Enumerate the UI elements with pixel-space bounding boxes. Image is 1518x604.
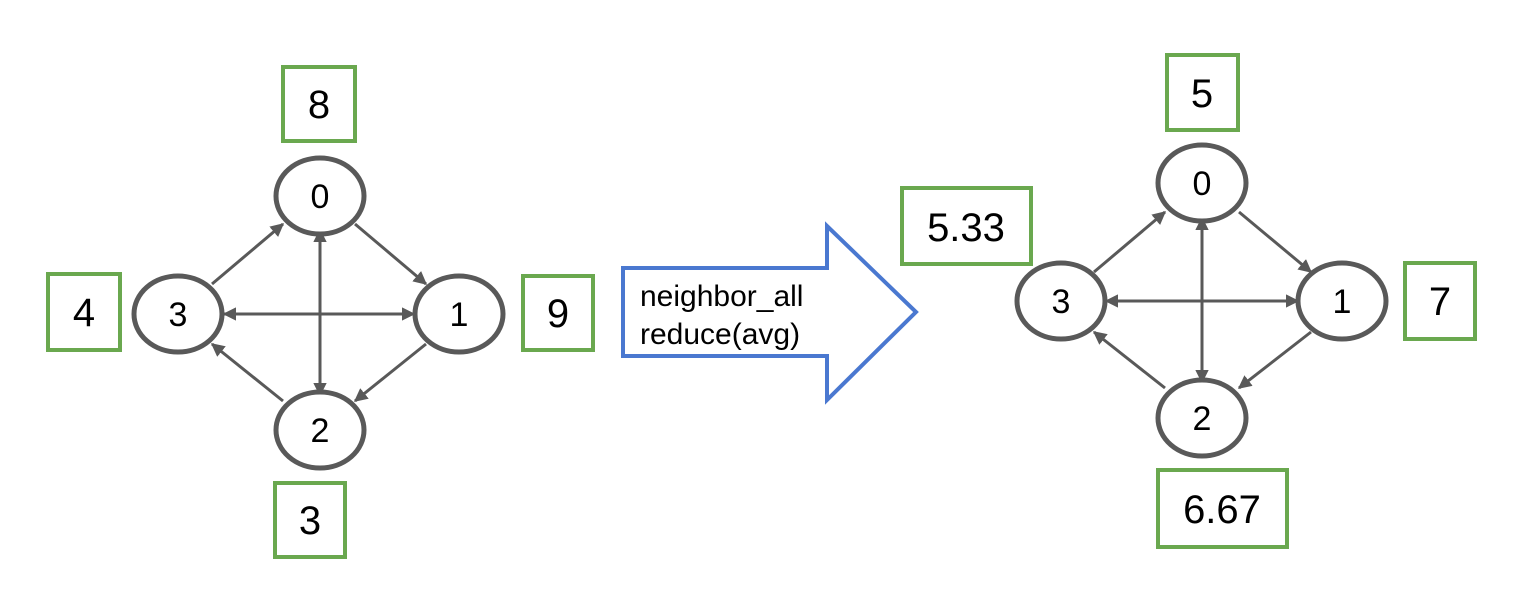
before-value-node-2: 3 <box>299 499 321 543</box>
before-value-box-node-0: 8 <box>281 65 357 143</box>
operation-label-line-1: neighbor_all <box>640 280 803 313</box>
before-node-0-label: 0 <box>311 178 330 216</box>
after-value-box-node-0: 5 <box>1165 53 1240 132</box>
edge-0-to-1 <box>354 222 428 286</box>
after-node-2-label: 2 <box>1193 400 1212 438</box>
before-value-box-node-2: 3 <box>273 481 347 559</box>
after-node-0-label: 0 <box>1193 165 1212 203</box>
after-node-2: 2 <box>1155 377 1249 459</box>
before-node-1: 1 <box>412 273 506 355</box>
edge-2-to-3 <box>210 342 284 403</box>
before-node-2-label: 2 <box>311 412 330 450</box>
after-value-node-0: 5 <box>1191 72 1213 116</box>
after-node-1-label: 1 <box>1333 283 1352 321</box>
after-value-node-2: 6.67 <box>1183 488 1261 532</box>
before-node-0: 0 <box>273 155 367 237</box>
before-value-node-3: 4 <box>73 291 95 335</box>
after-value-box-node-1: 7 <box>1403 261 1477 341</box>
before-node-2: 2 <box>273 389 367 471</box>
before-value-box-node-3: 4 <box>46 272 122 352</box>
edge-0-to-1 <box>1238 210 1313 274</box>
operation-label-line-2: reduce(avg) <box>640 318 800 351</box>
after-value-node-1: 7 <box>1429 280 1451 324</box>
edge-1-to-2 <box>353 342 427 403</box>
after-value-box-node-3: 5.33 <box>900 186 1033 266</box>
before-node-3-label: 3 <box>169 296 188 334</box>
after-value-node-3: 5.33 <box>927 206 1005 250</box>
before-node-1-label: 1 <box>450 296 469 334</box>
edge-3-to-0 <box>1093 210 1167 274</box>
edge-2-to-3 <box>1092 330 1166 390</box>
after-node-0: 0 <box>1155 142 1249 224</box>
before-value-node-1: 9 <box>547 292 569 336</box>
after-graph: 0 1 2 3 5 7 6.67 5.33 <box>900 53 1477 549</box>
before-graph: 0 1 2 3 8 9 3 4 <box>46 65 595 559</box>
after-node-3-label: 3 <box>1052 283 1071 321</box>
edge-3-to-0 <box>211 222 285 286</box>
after-node-3: 3 <box>1014 260 1108 342</box>
before-value-box-node-1: 9 <box>521 274 595 352</box>
operation-arrow: neighbor_all reduce(avg) <box>621 221 919 405</box>
after-value-box-node-2: 6.67 <box>1156 468 1289 549</box>
before-value-node-0: 8 <box>308 83 330 127</box>
after-node-1: 1 <box>1295 260 1389 342</box>
before-node-3: 3 <box>131 273 225 355</box>
edge-1-to-2 <box>1237 330 1312 390</box>
